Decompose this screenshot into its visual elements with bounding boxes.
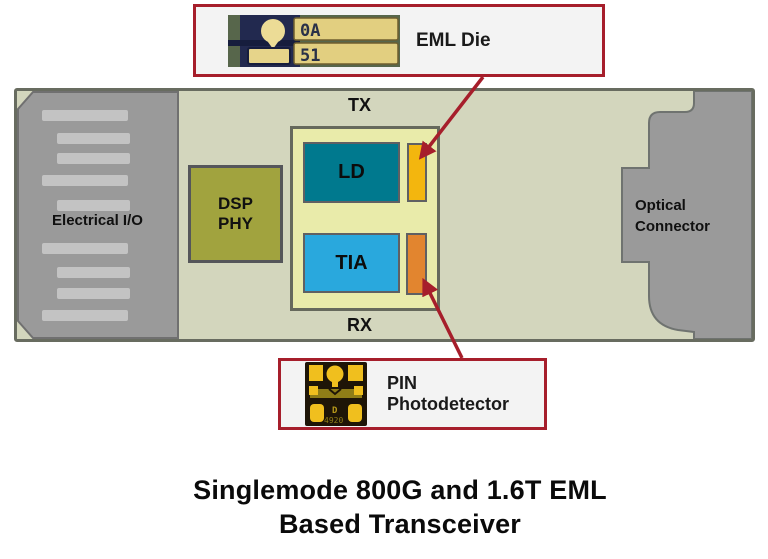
optical-subassembly-box: LD TIA [290, 126, 440, 311]
io-contact-bar [57, 200, 130, 211]
figure-title: Singlemode 800G and 1.6T EML Based Trans… [32, 473, 768, 541]
io-contact-bar [42, 175, 128, 186]
optical-connector-shape [621, 91, 752, 339]
dsp-phy-block: DSP PHY [188, 165, 283, 263]
eml-die-photo: 0A 51 [228, 14, 400, 67]
pin-photodetector-label: PIN Photodetector [387, 373, 509, 415]
tia-block: TIA [303, 233, 400, 293]
dsp-label-line2: PHY [218, 214, 253, 233]
io-contact-bar [57, 267, 130, 278]
optical-label-line2: Connector [635, 218, 710, 235]
pin-label-line2: Photodetector [387, 394, 510, 414]
eml-die-callout: 0A 51 EML Die [193, 4, 605, 77]
eml-die-label: EML Die [416, 29, 491, 51]
tia-label: TIA [335, 251, 368, 274]
io-contact-bar [42, 310, 128, 321]
pin-photodetector-block [406, 233, 427, 295]
io-contact-bar [42, 243, 128, 254]
dsp-label-line1: DSP [218, 194, 253, 213]
pin-die-marking-bottom: 4920 [324, 416, 343, 425]
figure-title-line2: Based Transceiver [278, 509, 522, 539]
io-contact-bar [57, 153, 130, 164]
pin-die-marking-top: D [332, 406, 338, 416]
tx-label: TX [347, 95, 371, 115]
optical-label-line1: Optical [635, 197, 686, 214]
optical-connector-label: Optical Connector [635, 195, 747, 237]
pin-photodetector-callout: D 4920 PIN Photodetector [278, 358, 547, 430]
io-contact-bar [42, 110, 128, 121]
eml-die-marking-top: 0A [300, 21, 320, 41]
pin-label-line1: PIN [387, 373, 418, 393]
ld-label: LD [338, 161, 365, 183]
eml-die-block [407, 143, 427, 202]
io-contact-bar [57, 133, 130, 144]
transceiver-module: Electrical I/O DSP PHY TX RX LD TIA Opti… [14, 88, 755, 342]
figure-title-line1: Singlemode 800G and 1.6T EML [193, 475, 607, 505]
ld-block: LD [303, 142, 400, 203]
eml-die-marking-bottom: 51 [300, 46, 320, 66]
pin-photodetector-photo: D 4920 [305, 362, 367, 426]
io-contact-bar [57, 288, 130, 299]
rx-label: RX [346, 315, 372, 335]
electrical-io-label: Electrical I/O [52, 212, 143, 229]
